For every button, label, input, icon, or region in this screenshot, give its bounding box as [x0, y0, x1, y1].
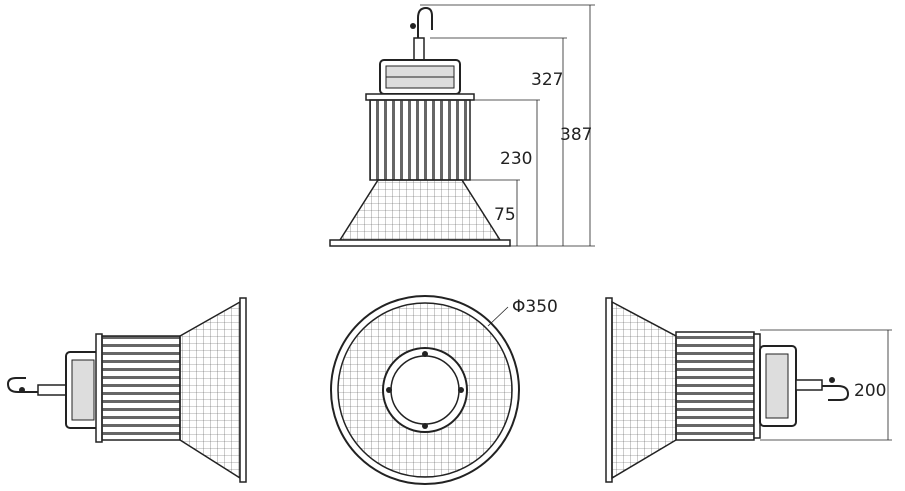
dim-200-label: 200 [854, 381, 886, 401]
reflector [338, 179, 502, 241]
dim-327-label: 327 [531, 70, 563, 90]
dim-387-label: 387 [560, 125, 592, 145]
hanging-hook [417, 6, 433, 42]
dim-230-label: 230 [500, 149, 532, 169]
bottom-view: Φ350 [330, 295, 558, 485]
diameter-label: Φ350 [512, 297, 558, 317]
dim-75-label: 75 [494, 205, 516, 225]
front-view: 327 387 230 75 [329, 4, 595, 247]
side-view-right: 200 [605, 297, 892, 483]
heatsink [369, 99, 471, 181]
side-view-left [6, 297, 247, 483]
hook-left [6, 377, 40, 393]
hook-right [822, 385, 850, 401]
